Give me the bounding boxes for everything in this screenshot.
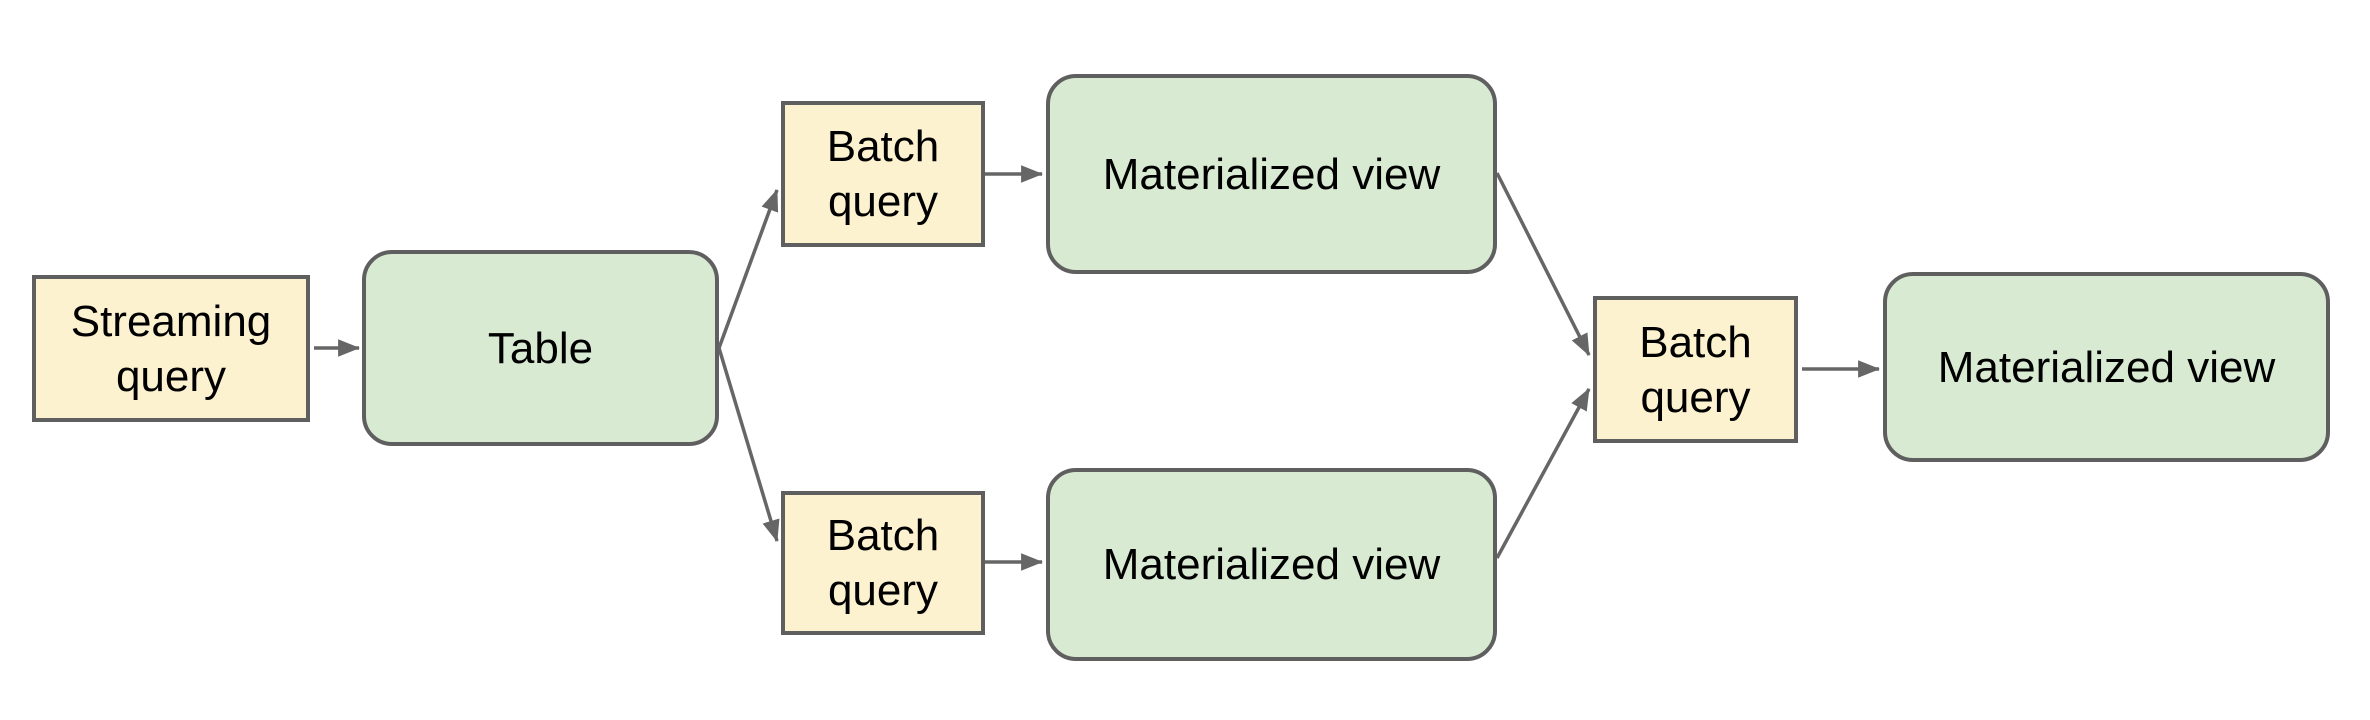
edge-table-to-batch-query-top bbox=[717, 188, 779, 349]
node-label: Streaming query bbox=[70, 296, 272, 401]
node-batch-query-bottom: Batch query bbox=[781, 491, 985, 635]
node-batch-query-right: Batch query bbox=[1593, 296, 1798, 443]
edge-materialized-view-top-to-batch-query-right bbox=[1495, 172, 1591, 356]
node-materialized-view-top: Materialized view bbox=[1046, 74, 1497, 274]
node-streaming-query: Streaming query bbox=[32, 275, 310, 422]
node-label: Materialized view bbox=[1937, 342, 2276, 392]
node-batch-query-top: Batch query bbox=[781, 101, 985, 247]
node-materialized-view-right: Materialized view bbox=[1883, 272, 2330, 462]
edge-table-to-batch-query-bottom bbox=[717, 347, 780, 543]
edge-materialized-view-bottom-to-batch-query-right bbox=[1495, 388, 1591, 559]
node-label: Batch query bbox=[826, 122, 940, 226]
node-label: Batch query bbox=[826, 511, 940, 615]
node-table: Table bbox=[362, 250, 719, 446]
node-label: Materialized view bbox=[1102, 149, 1441, 199]
node-label: Batch query bbox=[1639, 317, 1752, 422]
node-materialized-view-bottom: Materialized view bbox=[1046, 468, 1497, 661]
node-label: Materialized view bbox=[1102, 540, 1441, 589]
node-label: Table bbox=[487, 323, 594, 373]
